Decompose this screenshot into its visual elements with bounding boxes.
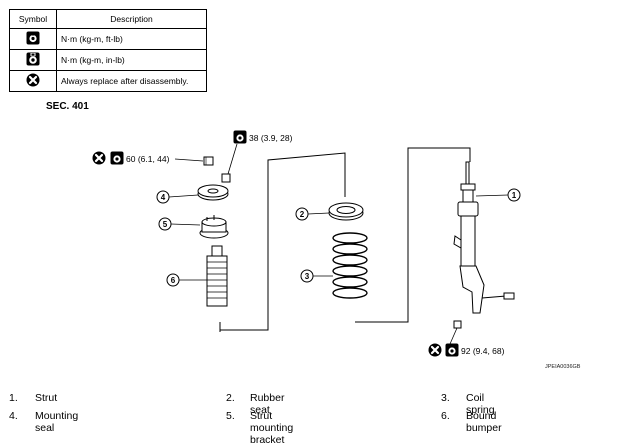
part-number: 2. [226,392,235,404]
torque-wrench-icon [233,130,247,144]
svg-text:3: 3 [305,272,310,281]
rubber-seat [328,202,364,221]
torque-wrench-inlb-icon [26,52,40,66]
mount-nut-torque: 38 (3.9, 28) [221,130,293,183]
section-label: SEC. 401 [46,101,89,112]
lower-bolt-torque-value: 92 (9.4, 68) [461,346,505,356]
svg-text:5: 5 [163,220,168,229]
coil-spring [332,232,368,299]
bound-bumper [206,245,228,307]
legend-header-row: Symbol Description [9,9,207,29]
part-name: Strut mounting bracket [250,410,294,446]
part-number: 6. [441,410,450,422]
mount-nut-torque-value: 38 (3.9, 28) [249,133,293,143]
legend-row: N·m (kg-m, in-lb) [9,49,207,71]
always-replace-icon [26,73,40,87]
callout-6: 6 [166,273,207,287]
callout-2: 2 [295,207,330,221]
callout-4: 4 [156,190,199,204]
torque-wrench-icon [110,151,124,165]
mounting-seal [197,184,229,201]
part-number: 3. [441,392,450,404]
svg-text:6: 6 [171,276,176,285]
assembly-outline [219,147,471,332]
always-replace-icon [427,342,443,358]
callout-1: 1 [475,188,521,202]
svg-text:4: 4 [161,193,166,202]
always-replace-icon [91,150,107,166]
svg-text:1: 1 [512,191,517,200]
part-name: Bound bumper [466,410,502,434]
top-nut-torque-value: 60 (6.1, 44) [126,154,170,164]
part-name: Rubber seat [250,392,285,416]
part-name: Mounting seal [35,410,79,434]
lower-bolt-torque: 92 (9.4, 68) [427,320,505,358]
callout-3: 3 [300,269,333,283]
legend-symbol-cell [9,49,57,71]
legend-symbol-cell [9,70,57,92]
strut-exploded-diagram: 60 (6.1, 44) 38 (3.9, 28) 4 5 [91,130,521,358]
part-name: Coil spring [466,392,495,416]
legend-row: Always replace after disassembly. [9,70,207,92]
part-number: 1. [9,392,18,404]
part-number: 4. [9,410,18,422]
figure-code: JPEIA0036GB [545,364,581,370]
legend-row: N·m (kg-m, ft-lb) [9,28,207,50]
svg-text:2: 2 [300,210,305,219]
legend-description: Always replace after disassembly. [56,70,207,92]
part-number: 5. [226,410,235,422]
legend-symbol-cell [9,28,57,50]
symbol-legend-table: Symbol Description N·m (kg-m, ft-lb) N·m… [9,9,207,92]
part-name: Strut [35,392,58,404]
torque-wrench-icon [26,31,40,45]
strut-mounting-bracket [199,215,229,239]
torque-wrench-icon [445,343,459,357]
callout-5: 5 [158,217,201,231]
top-nut [203,156,214,166]
strut [453,161,515,314]
top-nut-torque: 60 (6.1, 44) [91,150,204,166]
